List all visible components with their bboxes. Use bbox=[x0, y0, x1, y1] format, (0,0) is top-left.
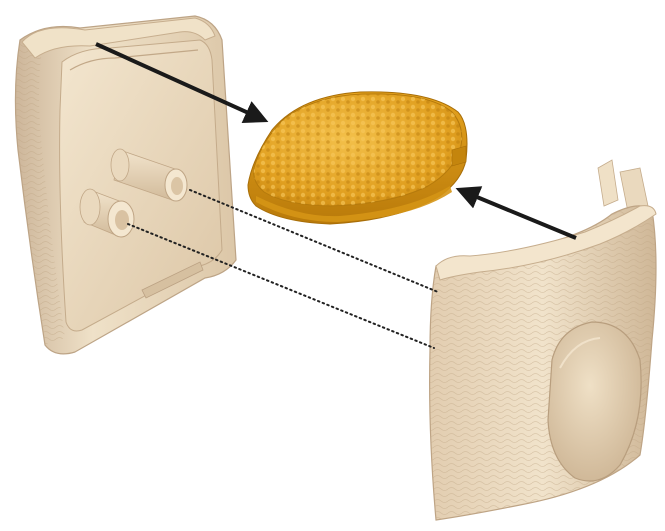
arrow-right-to-insert bbox=[460, 190, 576, 238]
right-housing-part bbox=[430, 160, 656, 520]
left-housing-part bbox=[15, 16, 236, 354]
center-insert-part bbox=[248, 92, 467, 224]
